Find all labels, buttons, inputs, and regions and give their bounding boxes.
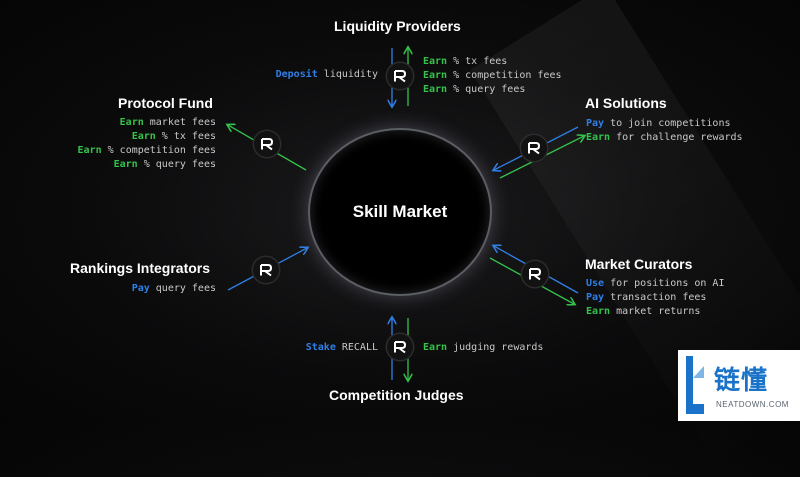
keyword-pay: Pay	[586, 292, 605, 303]
line-text: query fees	[149, 283, 216, 294]
label-line: Stake RECALL	[306, 341, 378, 355]
line-text: % competition fees	[101, 145, 216, 156]
line-text: to join competitions	[604, 118, 731, 129]
recall-r-logo-icon	[387, 63, 413, 89]
label-line: Earn % tx fees	[78, 130, 216, 144]
line-text: transaction fees	[604, 292, 707, 303]
line-text: % tx fees	[447, 56, 508, 67]
label-line: Earn market fees	[78, 116, 216, 130]
recall-r-logo-icon	[254, 131, 280, 157]
label-line: Earn % query fees	[423, 83, 561, 97]
label-line: Earn % competition fees	[423, 69, 561, 83]
keyword-pay: Stake	[305, 342, 336, 353]
line-text: % query fees	[447, 84, 526, 95]
competition-judges-earn-lines: Earn judging rewards	[423, 341, 543, 355]
rankings-integrators-lines: Pay query fees	[132, 282, 216, 296]
watermark-logo-icon	[686, 356, 704, 414]
diagram-stage: Skill Market Liquidity Providers Deposit…	[70, 0, 800, 477]
label-line: Pay transaction fees	[586, 291, 724, 305]
label-line: Pay to join competitions	[586, 117, 743, 131]
keyword-earn: Earn	[586, 132, 611, 143]
liquidity-providers-title: Liquidity Providers	[334, 18, 461, 34]
keyword-earn: Earn	[77, 145, 102, 156]
keyword-earn: Earn	[586, 306, 611, 317]
hub-label: Skill Market	[352, 202, 448, 221]
line-text: for challenge rewards	[610, 132, 743, 143]
liquidity-providers-deposit-lines: Deposit liquidity	[276, 68, 378, 82]
line-text: judging rewards	[447, 342, 544, 353]
line-text: RECALL	[335, 342, 378, 353]
recall-r-logo-icon	[522, 261, 548, 287]
watermark-cn-text: 链懂	[714, 366, 769, 396]
keyword-pay: Use	[586, 278, 605, 289]
keyword-earn: Earn	[423, 84, 448, 95]
keyword-earn: Earn	[423, 56, 448, 67]
watermark-en-text: NEATDOWN.COM	[716, 400, 789, 409]
keyword-earn: Earn	[119, 117, 144, 128]
skill-market-hub: Skill Market	[310, 130, 490, 294]
line-text: % tx fees	[155, 131, 216, 142]
keyword-pay: Pay	[131, 283, 150, 294]
keyword-pay: Deposit	[275, 69, 318, 80]
line-text: market returns	[610, 306, 701, 317]
keyword-earn: Earn	[131, 131, 156, 142]
line-text: for positions on AI	[604, 278, 725, 289]
keyword-earn: Earn	[423, 342, 448, 353]
watermark-badge: 链懂 NEATDOWN.COM	[678, 350, 800, 421]
keyword-pay: Pay	[586, 118, 605, 129]
line-text: % query fees	[137, 159, 216, 170]
competition-judges-title: Competition Judges	[329, 387, 464, 403]
label-line: Earn % tx fees	[423, 55, 561, 69]
market-curators-title: Market Curators	[585, 256, 693, 272]
rankings-integrators-title: Rankings Integrators	[70, 260, 211, 276]
protocol-fund-title: Protocol Fund	[118, 95, 213, 111]
ai-solutions-title: AI Solutions	[585, 95, 667, 111]
line-text: % competition fees	[447, 70, 562, 81]
label-line: Earn % competition fees	[78, 144, 216, 158]
label-line: Earn % query fees	[78, 158, 216, 172]
recall-r-logo-icon	[387, 334, 413, 360]
label-line: Earn for challenge rewards	[586, 131, 743, 145]
recall-r-logo-icon	[253, 257, 279, 283]
label-line: Deposit liquidity	[276, 68, 378, 82]
competition-judges-stake-lines: Stake RECALL	[306, 341, 378, 355]
label-line: Use for positions on AI	[586, 277, 724, 291]
label-line: Pay query fees	[132, 282, 216, 296]
line-text: liquidity	[317, 69, 378, 80]
line-text: market fees	[143, 117, 216, 128]
label-line: Earn market returns	[586, 305, 724, 319]
keyword-earn: Earn	[423, 70, 448, 81]
recall-r-logo-icon	[521, 135, 547, 161]
keyword-earn: Earn	[113, 159, 138, 170]
label-line: Earn judging rewards	[423, 341, 543, 355]
